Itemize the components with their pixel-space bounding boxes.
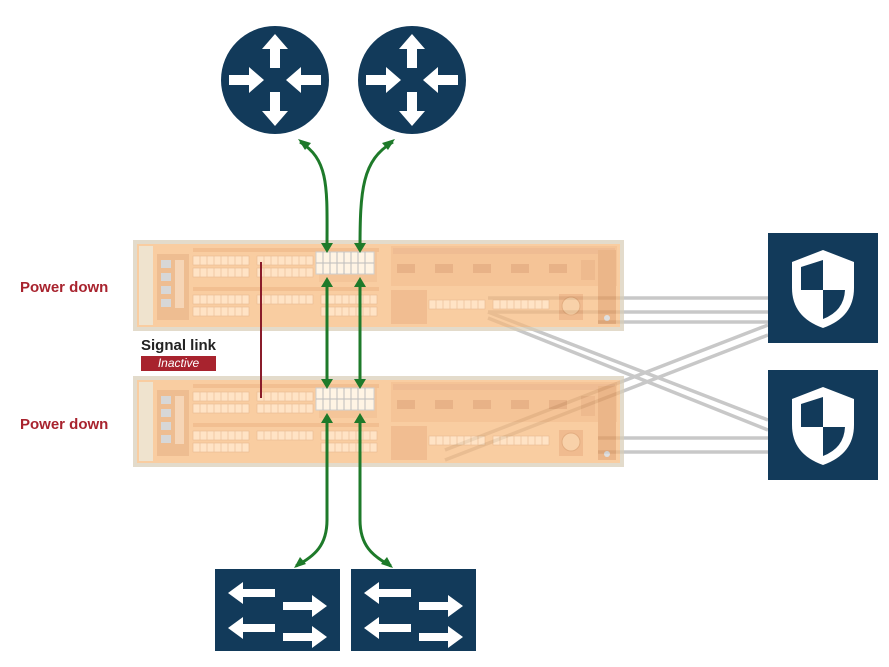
- router-right: [358, 26, 466, 134]
- switch-right: [351, 569, 476, 651]
- power-down-label-bottom: Power down: [20, 416, 109, 433]
- signal-link-label: Signal link: [141, 337, 217, 354]
- power-down-label-top: Power down: [20, 279, 109, 296]
- router-left: [221, 26, 329, 134]
- security-tool-top: [768, 233, 878, 343]
- arrowhead: [321, 243, 333, 253]
- switch-left: [215, 569, 340, 651]
- gray-cable: [487, 316, 769, 432]
- arrowhead: [354, 413, 366, 423]
- arrowhead: [298, 139, 311, 150]
- arrowhead: [354, 379, 366, 389]
- packet-broker-top: [135, 242, 622, 329]
- arrowhead: [354, 277, 366, 287]
- security-tool-bottom: [768, 370, 878, 480]
- arrowhead: [321, 379, 333, 389]
- green-link-group: [295, 140, 394, 568]
- packet-broker-bottom: [135, 378, 622, 465]
- inactive-status-badge: Inactive: [141, 356, 216, 371]
- arrowhead-group: [294, 139, 395, 568]
- green-link: [299, 140, 329, 251]
- arrowhead: [294, 557, 306, 568]
- arrowhead: [354, 243, 366, 253]
- arrowhead: [321, 413, 333, 423]
- port-block-top: [315, 251, 375, 275]
- arrowhead: [321, 277, 333, 287]
- arrowhead: [382, 139, 395, 150]
- arrowhead: [381, 557, 393, 568]
- port-block-bottom: [315, 387, 375, 411]
- green-link: [358, 140, 394, 251]
